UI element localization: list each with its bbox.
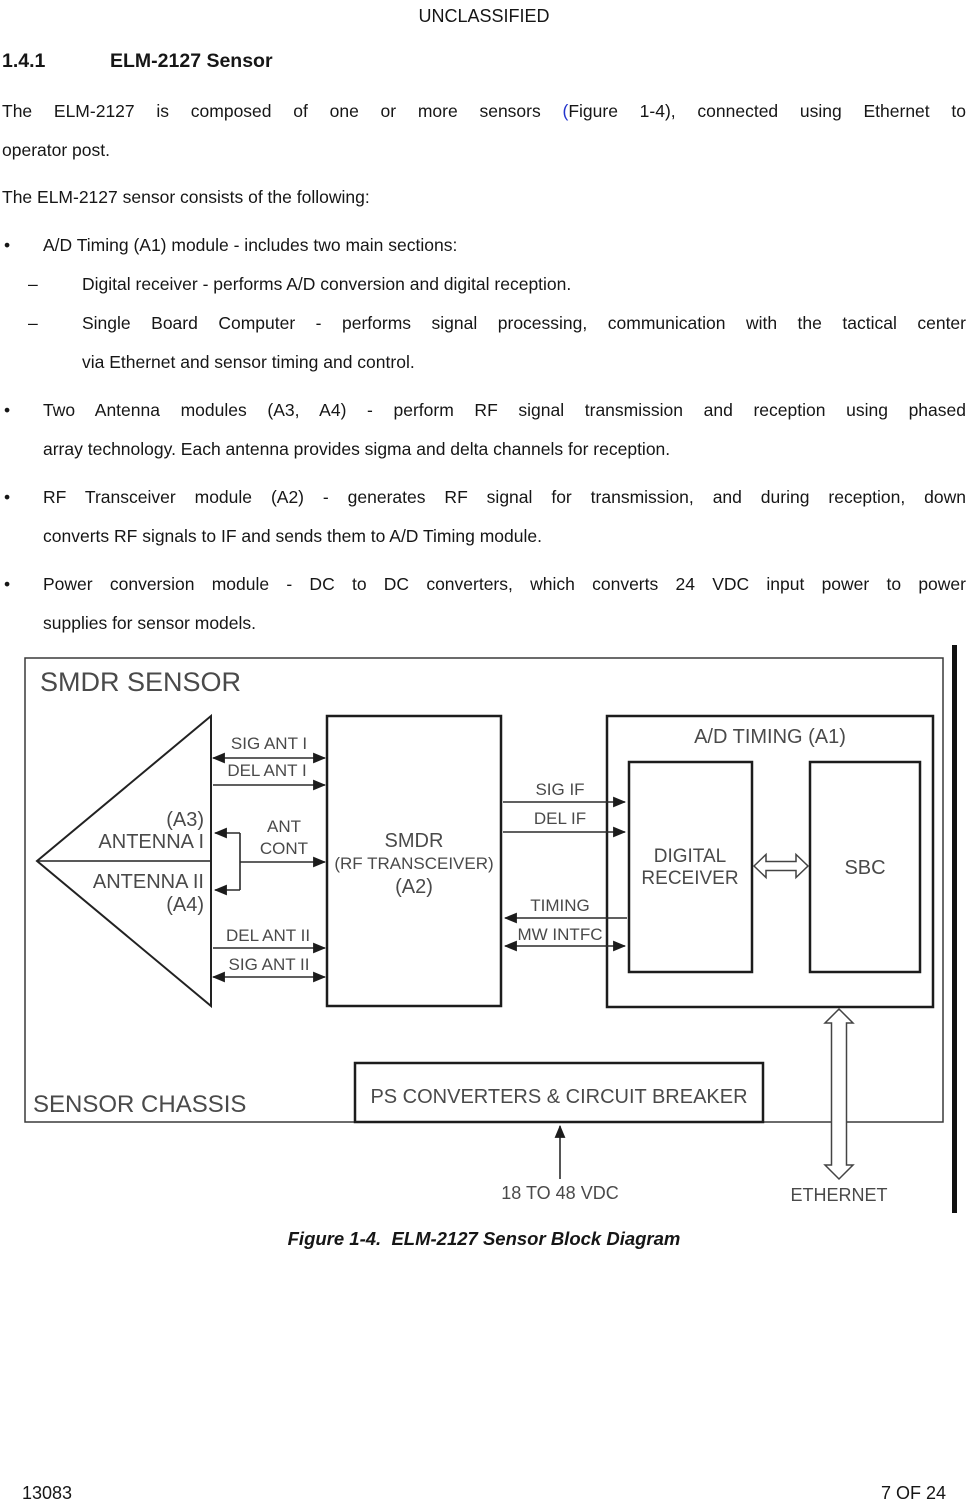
list-item-text-line2: array technology. Each antenna provides … bbox=[43, 439, 671, 459]
sig-ant-1-label: SIG ANT I bbox=[231, 734, 307, 753]
paragraph-lead-in: The ELM-2127 sensor consists of the foll… bbox=[2, 187, 370, 207]
sublist-item-text-line2: via Ethernet and sensor timing and contr… bbox=[82, 352, 415, 372]
smdr-transceiver-box bbox=[325, 714, 503, 1008]
list-item-text-line2: converts RF signals to IF and sends them… bbox=[43, 526, 542, 546]
dash-marker: – bbox=[28, 313, 38, 333]
section-title: ELM-2127 Sensor bbox=[110, 50, 273, 72]
ant-cont-label-line2: CONT bbox=[260, 839, 308, 858]
ad-timing-label: A/D TIMING (A1) bbox=[694, 726, 846, 748]
figure-right-bar bbox=[952, 645, 957, 1213]
list-item-text: A/D Timing (A1) module - includes two ma… bbox=[43, 235, 458, 255]
paragraph-intro-text-b: Figure 1-4), connected using Ethernet to bbox=[568, 101, 966, 121]
section-heading: 1.4.1 ELM-2127 Sensor bbox=[2, 48, 966, 74]
bullet-marker: • bbox=[4, 574, 11, 594]
power-input-label: 18 TO 48 VDC bbox=[501, 1183, 618, 1203]
page-number: 7 OF 24 bbox=[880, 1483, 946, 1503]
dash-marker: – bbox=[28, 274, 38, 294]
figure-reference-paren: ( bbox=[562, 101, 569, 121]
sig-if-label: SIG IF bbox=[535, 780, 584, 799]
list-item-ad-timing: • A/D Timing (A1) module - includes two … bbox=[2, 226, 966, 265]
del-if-label: DEL IF bbox=[534, 809, 586, 828]
bullet-marker: • bbox=[4, 400, 11, 420]
antenna-2-label: ANTENNA II bbox=[93, 871, 204, 893]
figure-caption: Figure 1-4. ELM-2127 Sensor Block Diagra… bbox=[287, 1228, 681, 1249]
sensor-chassis-label: SENSOR CHASSIS bbox=[33, 1091, 246, 1118]
digital-receiver-label-line1: DIGITAL bbox=[654, 846, 727, 867]
figure-block-diagram: SMDR SENSOR SENSOR CHASSIS (A3) ANTENNA … bbox=[0, 645, 968, 1220]
ethernet-label: ETHERNET bbox=[790, 1185, 887, 1205]
document-number: 13083 bbox=[22, 1483, 73, 1503]
del-ant-2-label: DEL ANT II bbox=[226, 926, 310, 945]
digital-receiver-label-line2: RECEIVER bbox=[641, 868, 738, 889]
del-ant-1-label: DEL ANT I bbox=[227, 761, 306, 780]
sig-ant-2-label: SIG ANT II bbox=[229, 955, 310, 974]
sublist-item-text-line1: Single Board Computer - performs signal … bbox=[82, 313, 966, 333]
ethernet-double-arrow bbox=[823, 1007, 855, 1181]
list-item-rf-transceiver: • RF Transceiver module (A2) - generates… bbox=[2, 478, 966, 556]
sublist-item-sbc: – Single Board Computer - performs signa… bbox=[2, 304, 966, 382]
bullet-marker: • bbox=[4, 487, 11, 507]
receiver-sbc-double-arrow bbox=[752, 852, 810, 880]
list-item-power-conversion: • Power conversion module - DC to DC con… bbox=[2, 565, 966, 643]
sbc-label: SBC bbox=[844, 857, 885, 879]
digital-receiver-box bbox=[627, 760, 754, 974]
smdr-label-line1: SMDR bbox=[385, 830, 444, 852]
paragraph-intro: The ELM-2127 is composed of one or more … bbox=[2, 92, 966, 170]
timing-label: TIMING bbox=[530, 896, 590, 915]
paragraph-intro-text-a: The ELM-2127 is composed of one or more … bbox=[2, 101, 563, 121]
mw-intfc-label: MW INTFC bbox=[518, 925, 603, 944]
list-item-text-line2: supplies for sensor models. bbox=[43, 613, 257, 633]
list-item-text-line1: Power conversion module - DC to DC conve… bbox=[43, 574, 966, 594]
antenna-1-label: ANTENNA I bbox=[98, 831, 204, 853]
section-number: 1.4.1 bbox=[2, 50, 46, 72]
antenna-a3-label: (A3) bbox=[166, 809, 204, 831]
ps-converters-box bbox=[353, 1061, 765, 1124]
antenna-a4-label: (A4) bbox=[166, 894, 204, 916]
sublist-item-text: Digital receiver - performs A/D conversi… bbox=[82, 274, 572, 294]
sbc-box bbox=[808, 760, 922, 974]
list-item-antenna-modules: • Two Antenna modules (A3, A4) - perform… bbox=[2, 391, 966, 469]
paragraph-intro-line1: The ELM-2127 is composed of one or more … bbox=[2, 92, 966, 131]
bullet-marker: • bbox=[4, 235, 11, 255]
paragraph-intro-line2: operator post. bbox=[2, 140, 110, 160]
ps-converters-label: PS CONVERTERS & CIRCUIT BREAKER bbox=[370, 1086, 747, 1108]
list-item-text-line1: Two Antenna modules (A3, A4) - perform R… bbox=[43, 400, 966, 420]
smdr-label-line2: (RF TRANSCEIVER) bbox=[334, 854, 493, 873]
list-item-text-line1: RF Transceiver module (A2) - generates R… bbox=[43, 487, 966, 507]
sensor-block-diagram-svg: SMDR SENSOR SENSOR CHASSIS (A3) ANTENNA … bbox=[24, 645, 957, 1213]
diagram-title: SMDR SENSOR bbox=[40, 667, 241, 697]
classification-header: UNCLASSIFIED bbox=[418, 6, 550, 26]
sublist-item-digital-receiver: – Digital receiver - performs A/D conver… bbox=[2, 265, 966, 304]
smdr-label-line3: (A2) bbox=[395, 876, 433, 898]
ant-cont-label-line1: ANT bbox=[267, 817, 301, 836]
